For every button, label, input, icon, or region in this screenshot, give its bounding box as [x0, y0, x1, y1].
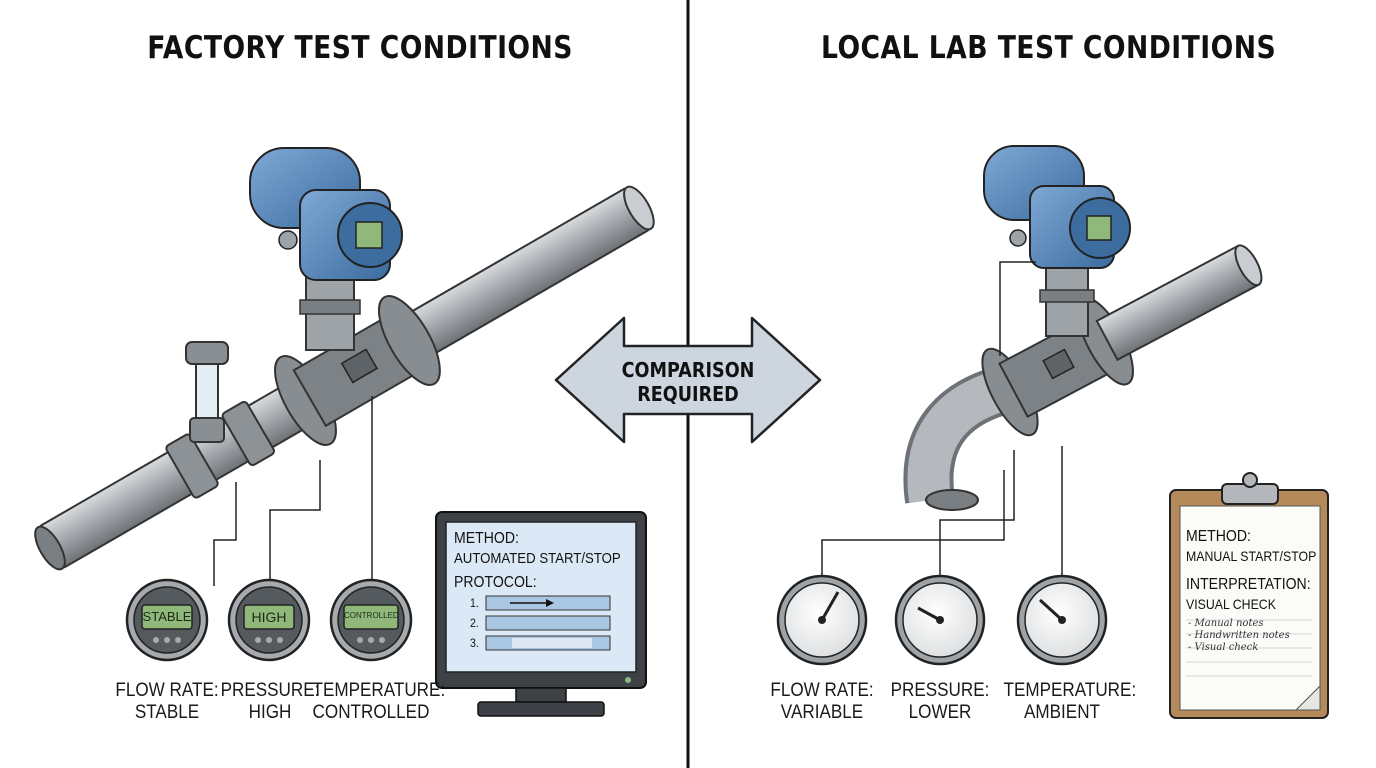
lab-gauge-flow: [776, 574, 868, 666]
temperature-readout: CONTROLLED: [344, 611, 399, 620]
lab-title: LOCAL LAB TEST CONDITIONS: [821, 30, 1277, 66]
monitor-step-1: 1.: [470, 596, 479, 610]
clipboard-method-value: MANUAL START/STOP: [1186, 548, 1317, 564]
factory-transmitter-icon: [249, 147, 403, 281]
clipboard-interp-value: VISUAL CHECK: [1186, 596, 1276, 612]
factory-pipe-assembly: [34, 147, 655, 586]
lab-temperature-label: TEMPERATURE: AMBIENT: [1003, 680, 1137, 723]
clipboard-method-label: METHOD:: [1186, 528, 1251, 545]
factory-title: FACTORY TEST CONDITIONS: [147, 30, 573, 66]
monitor-protocol-label: PROTOCOL:: [454, 574, 537, 591]
factory-monitor-icon: [435, 511, 647, 717]
monitor-step-2: 2.: [470, 616, 479, 630]
factory-display-temperature: [329, 578, 413, 662]
monitor-method-label: METHOD:: [454, 530, 519, 547]
lab-pressure-label: PRESSURE: LOWER: [890, 680, 990, 723]
lab-pipe-assembly: [821, 145, 1263, 580]
comparison-label: COMPARISON REQUIRED: [621, 358, 755, 406]
factory-pressure-label: PRESSURE: HIGH: [220, 680, 320, 723]
factory-temperature-label: TEMPERATURE: CONTROLLED: [312, 680, 446, 723]
factory-display-pressure: [227, 578, 311, 662]
factory-display-flow: [125, 578, 209, 662]
comparison-arrow-icon: [554, 316, 822, 444]
lab-transmitter-icon: [983, 145, 1131, 269]
clipboard-note-3: - Visual check: [1188, 642, 1259, 653]
factory-flow-label: FLOW RATE: STABLE: [115, 680, 219, 723]
lab-flow-label: FLOW RATE: VARIABLE: [770, 680, 874, 723]
pressure-readout: HIGH: [251, 609, 287, 625]
clipboard-note-2: - Handwritten notes: [1188, 630, 1290, 641]
clipboard-note-1: - Manual notes: [1188, 618, 1264, 629]
lab-gauge-temperature: [1016, 574, 1108, 666]
lab-clipboard-icon: [1169, 472, 1329, 719]
monitor-method-value: AUTOMATED START/STOP: [454, 550, 621, 567]
monitor-step-3: 3.: [470, 636, 479, 650]
lab-gauge-pressure: [894, 574, 986, 666]
flow-readout: STABLE: [142, 609, 192, 624]
clipboard-interp-label: INTERPRETATION:: [1186, 576, 1311, 593]
